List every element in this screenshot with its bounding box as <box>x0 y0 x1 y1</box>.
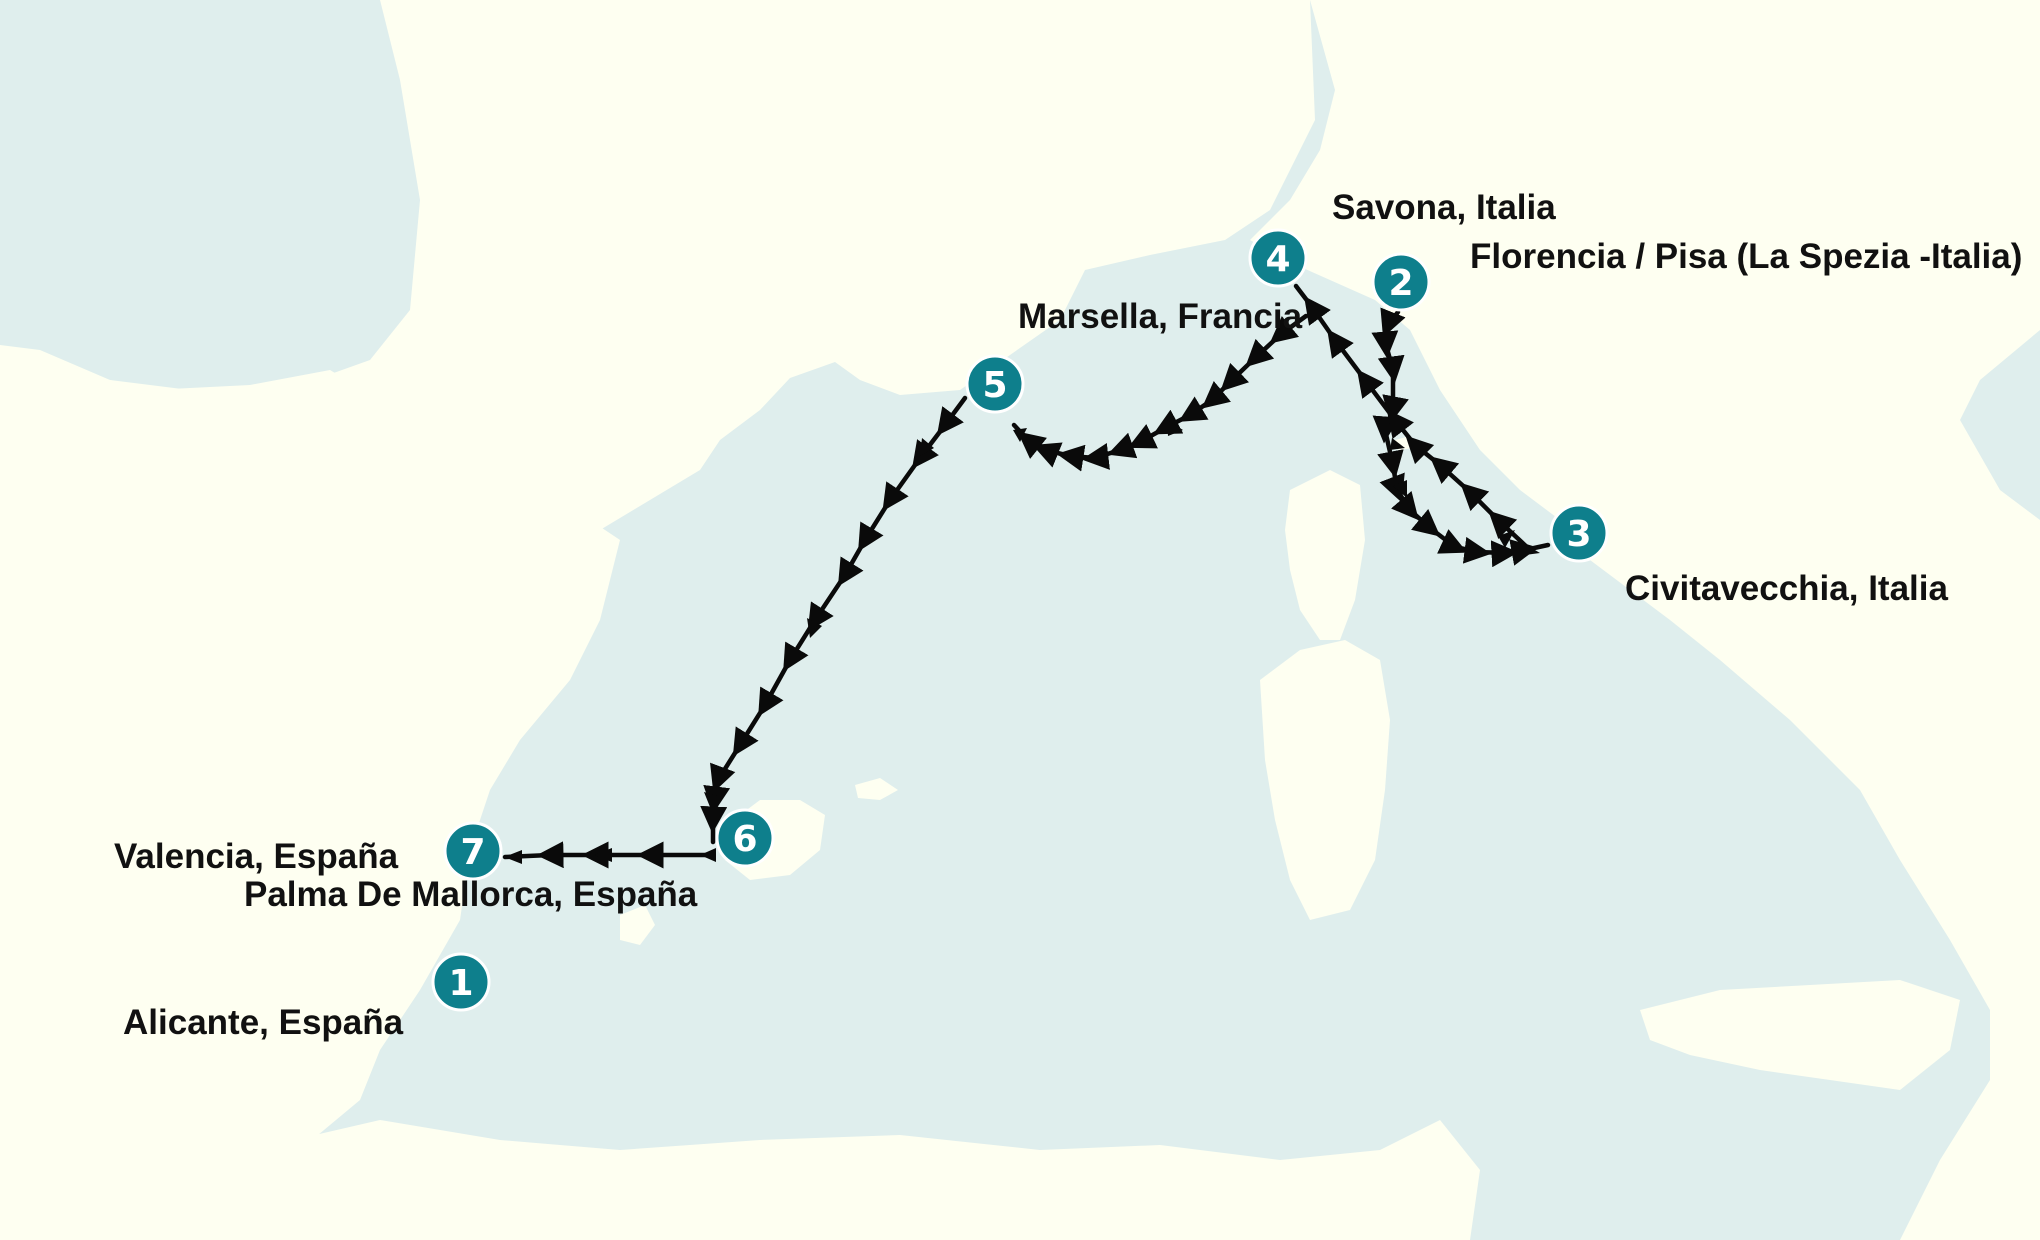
port-labels: Alicante, España Florencia / Pisa (La Sp… <box>114 188 2022 1042</box>
arrow-3-4-c <box>1306 302 1318 320</box>
arrow-6-7-b <box>594 848 612 862</box>
land-iberia <box>0 345 620 1240</box>
land-ibiza <box>620 905 655 945</box>
arrow-6-7-a <box>700 848 716 862</box>
arrow-4-5-a <box>1167 420 1183 436</box>
stop-number-6: 6 <box>732 819 757 860</box>
arrow-5-6-a <box>920 438 934 456</box>
stop-number-2: 2 <box>1388 263 1413 304</box>
stop-marker-1[interactable]: 1 <box>431 952 491 1012</box>
land-north-africa <box>0 1120 1480 1240</box>
label-valencia: Valencia, España <box>114 837 399 876</box>
arrow-3-4-b <box>1390 438 1405 450</box>
route-arrows <box>504 302 1540 864</box>
label-palma: Palma De Mallorca, España <box>244 875 698 914</box>
route-leg-3-4 <box>1293 283 1531 551</box>
stop-number-5: 5 <box>982 365 1007 406</box>
stop-number-4: 4 <box>1265 239 1290 280</box>
stop-number-7: 7 <box>460 832 485 873</box>
stop-marker-6[interactable]: 6 <box>715 808 775 868</box>
arrow-5-6-c <box>704 792 718 812</box>
arrow-2-3-a <box>1379 340 1393 356</box>
stop-marker-7[interactable]: 7 <box>443 821 503 881</box>
label-la-spezia: Florencia / Pisa (La Spezia -Italia) <box>1470 237 2022 276</box>
stop-marker-2[interactable]: 2 <box>1371 252 1431 312</box>
stop-marker-5[interactable]: 5 <box>965 354 1025 414</box>
arrow-2-3-b <box>1393 480 1407 498</box>
label-alicante: Alicante, España <box>123 1003 404 1042</box>
arrow-4-5-b <box>1013 428 1027 442</box>
stop-number-3: 3 <box>1566 514 1591 555</box>
arrow-3-4-a <box>1498 530 1515 548</box>
stop-marker-4[interactable]: 4 <box>1248 228 1308 288</box>
stop-number-1: 1 <box>448 963 473 1004</box>
label-savona: Savona, Italia <box>1332 188 1556 227</box>
stop-marker-3[interactable]: 3 <box>1549 503 1609 563</box>
land-sardinia <box>1260 640 1390 920</box>
arrow-6-7-c <box>504 850 522 864</box>
route-leg-4-5 <box>1011 313 1309 472</box>
label-marsella: Marsella, Francia <box>1018 297 1303 336</box>
land-sicily <box>1640 980 1960 1090</box>
stop-markers: 1 2 3 4 5 6 7 <box>431 228 1609 1012</box>
arrow-2-3-c <box>1518 540 1540 556</box>
label-civitavecchia: Civitavecchia, Italia <box>1625 569 1948 608</box>
arrow-5-6-b <box>807 618 822 638</box>
